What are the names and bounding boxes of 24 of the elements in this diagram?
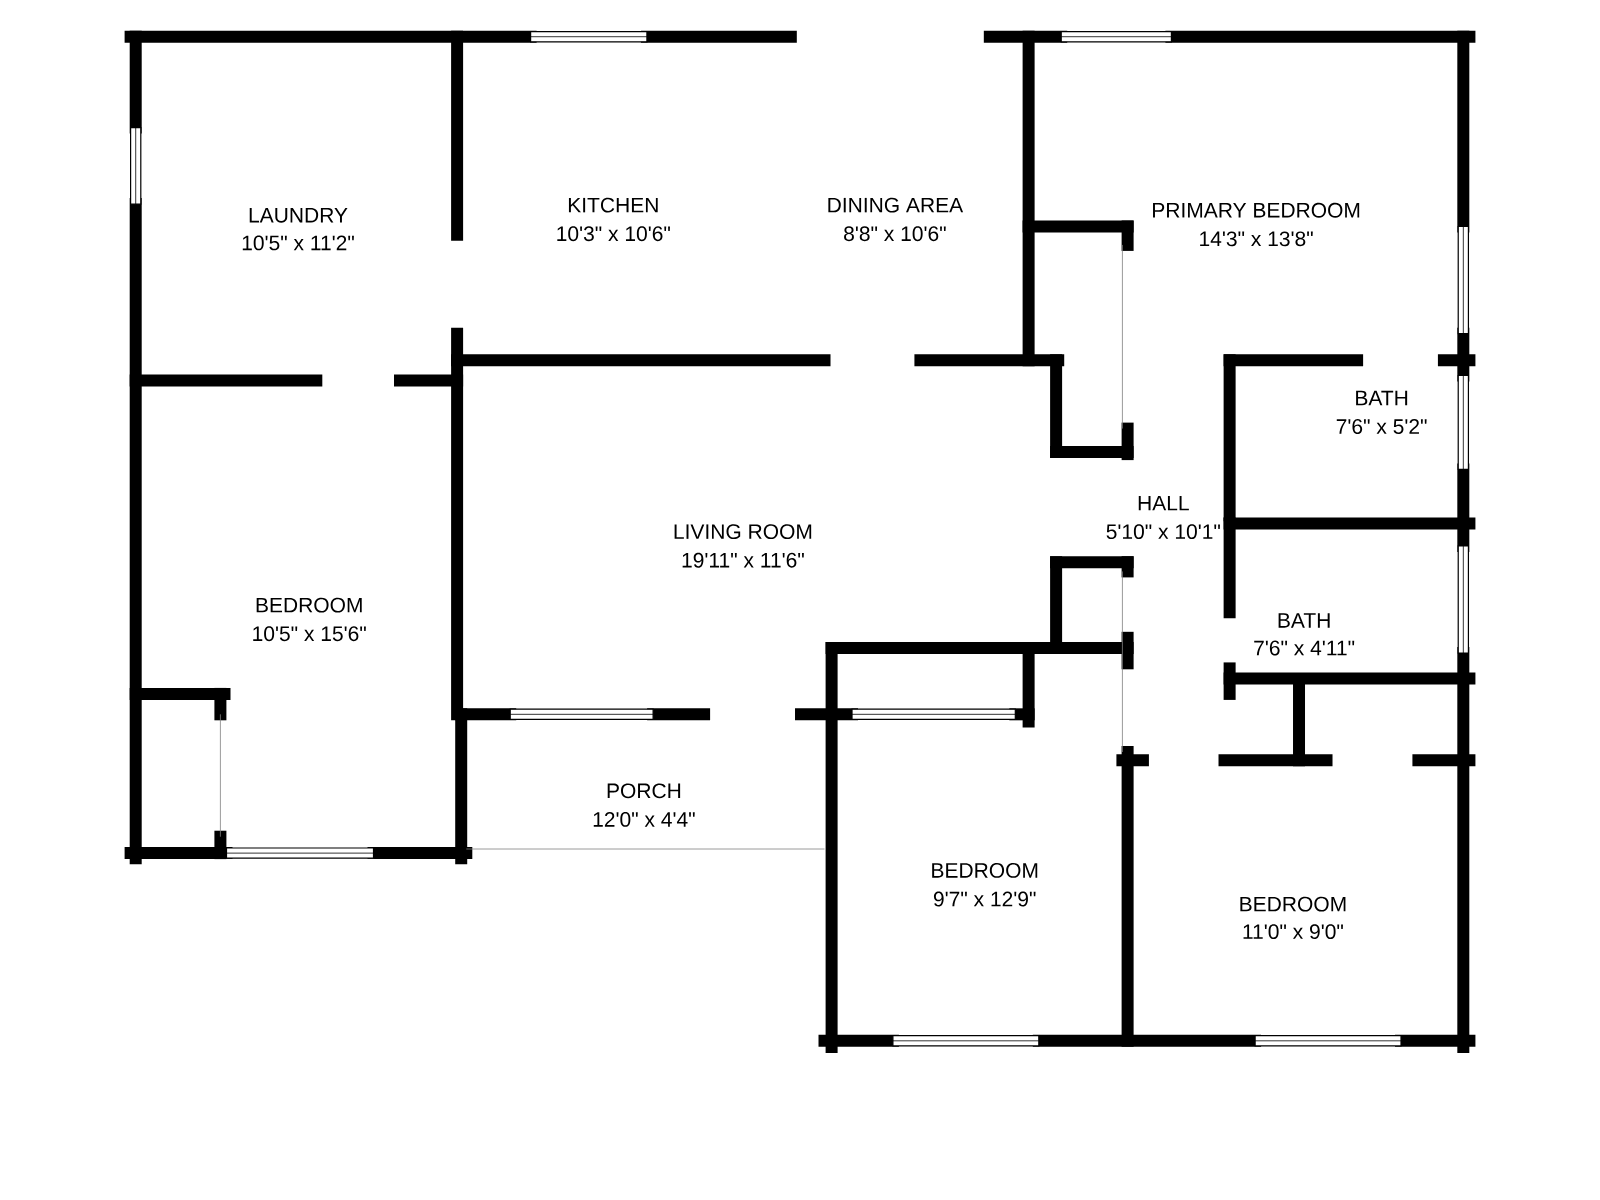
room-dimensions: 14'3" x 13'8" bbox=[1200, 231, 1313, 247]
room-dimensions: 9'7" x 12'9" bbox=[933, 891, 1036, 907]
room-dimensions: 5'10" x 10'1" bbox=[1106, 524, 1220, 540]
room-name: BEDROOM bbox=[256, 597, 362, 613]
room-dimensions: 10'3" x 10'6" bbox=[557, 226, 670, 242]
room-name: HALL bbox=[1138, 495, 1189, 511]
room-name: PORCH bbox=[607, 783, 681, 799]
room-dimensions: 12'0" x 4'4" bbox=[593, 812, 695, 827]
room-dimensions: 19'11" x 11'6" bbox=[682, 552, 804, 568]
room-name: BATH bbox=[1278, 613, 1330, 628]
room-name: BEDROOM bbox=[932, 863, 1038, 878]
room-dimensions: 7'6" x 5'2" bbox=[1336, 419, 1427, 434]
room-dimensions: 11'0" x 9'0" bbox=[1243, 924, 1343, 940]
room-name: LIVING ROOM bbox=[674, 524, 812, 540]
room-name: PRIMARY BEDROOM bbox=[1153, 202, 1360, 218]
room-dimensions: 7'6" x 4'11" bbox=[1254, 640, 1355, 656]
room-name: BATH bbox=[1356, 390, 1408, 406]
room-name: DINING AREA bbox=[828, 197, 964, 213]
room-name: BEDROOM bbox=[1240, 896, 1346, 912]
room-dimensions: 10'5" x 11'2" bbox=[242, 235, 354, 251]
room-dimensions: 10'5" x 15'6" bbox=[253, 626, 366, 642]
room-dimensions: 8'8" x 10'6" bbox=[844, 226, 946, 242]
room-name: KITCHEN bbox=[568, 197, 658, 213]
room-name: LAUNDRY bbox=[249, 208, 348, 223]
